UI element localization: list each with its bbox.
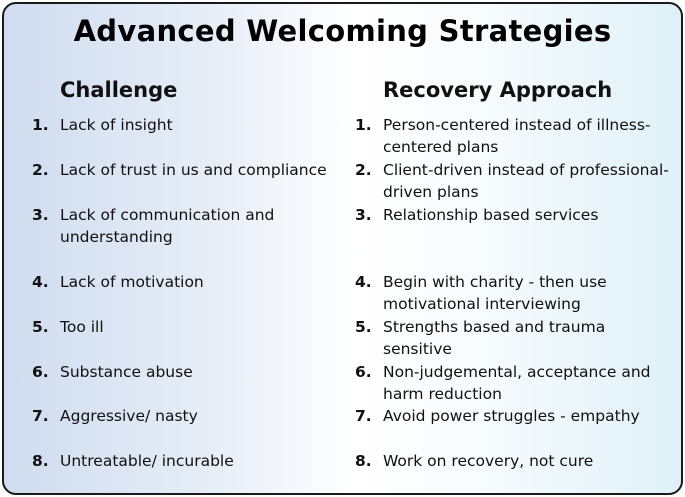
approach-number: 6.: [355, 363, 372, 381]
approach-text: Strengths based and trauma sensitive: [383, 318, 606, 358]
approach-number: 7.: [355, 407, 372, 425]
approach-text: Non-judgemental, acceptance and harm red…: [383, 363, 651, 403]
approach-number: 4.: [355, 273, 372, 291]
approach-text: Avoid power struggles - empathy: [383, 407, 640, 425]
challenge-number: 5.: [32, 318, 49, 336]
challenge-text: Lack of insight: [60, 116, 173, 134]
approach-number: 3.: [355, 206, 372, 224]
approach-item: 7. Avoid power struggles - empathy: [355, 405, 675, 427]
challenge-number: 8.: [32, 452, 49, 470]
challenge-item: 2. Lack of trust in us and compliance: [32, 159, 332, 181]
approach-number: 1.: [355, 116, 372, 134]
challenge-text: Untreatable/ incurable: [60, 452, 234, 470]
approach-number: 2.: [355, 161, 372, 179]
challenge-text: Aggressive/ nasty: [60, 407, 198, 425]
challenge-text: Substance abuse: [60, 363, 193, 381]
challenge-text: Lack of motivation: [60, 273, 204, 291]
approach-item: 3. Relationship based services: [355, 204, 675, 226]
challenge-header: Challenge: [60, 78, 178, 102]
challenge-text: Lack of trust in us and compliance: [60, 161, 327, 179]
approach-number: 8.: [355, 452, 372, 470]
approach-item: 2. Client-driven instead of professional…: [355, 159, 675, 203]
challenge-number: 7.: [32, 407, 49, 425]
approach-item: 1. Person-centered instead of illness-ce…: [355, 114, 675, 158]
approach-text: Work on recovery, not cure: [383, 452, 594, 470]
challenge-item: 6. Substance abuse: [32, 361, 332, 383]
approach-text: Relationship based services: [383, 206, 599, 224]
challenge-number: 6.: [32, 363, 49, 381]
challenge-number: 1.: [32, 116, 49, 134]
challenge-item: 5. Too ill: [32, 316, 332, 338]
approach-item: 6. Non-judgemental, acceptance and harm …: [355, 361, 675, 405]
approach-text: Person-centered instead of illness-cente…: [383, 116, 651, 156]
approach-item: 4. Begin with charity - then use motivat…: [355, 271, 675, 315]
challenge-number: 3.: [32, 206, 49, 224]
challenge-item: 4. Lack of motivation: [32, 271, 332, 293]
slide-title: Advanced Welcoming Strategies: [73, 14, 612, 48]
challenge-item: 8. Untreatable/ incurable: [32, 450, 332, 472]
approach-text: Begin with charity - then use motivation…: [383, 273, 607, 313]
challenge-number: 2.: [32, 161, 49, 179]
challenge-item: 1. Lack of insight: [32, 114, 332, 136]
challenge-item: 3. Lack of communication and understandi…: [32, 204, 282, 248]
approach-number: 5.: [355, 318, 372, 336]
challenge-item: 7. Aggressive/ nasty: [32, 405, 332, 427]
approach-item: 8. Work on recovery, not cure: [355, 450, 675, 472]
challenge-number: 4.: [32, 273, 49, 291]
approach-text: Client-driven instead of professional-dr…: [383, 161, 669, 201]
recovery-approach-header: Recovery Approach: [383, 78, 613, 102]
challenge-text: Lack of communication and understanding: [60, 206, 275, 246]
approach-item: 5. Strengths based and trauma sensitive: [355, 316, 675, 360]
challenge-text: Too ill: [60, 318, 104, 336]
